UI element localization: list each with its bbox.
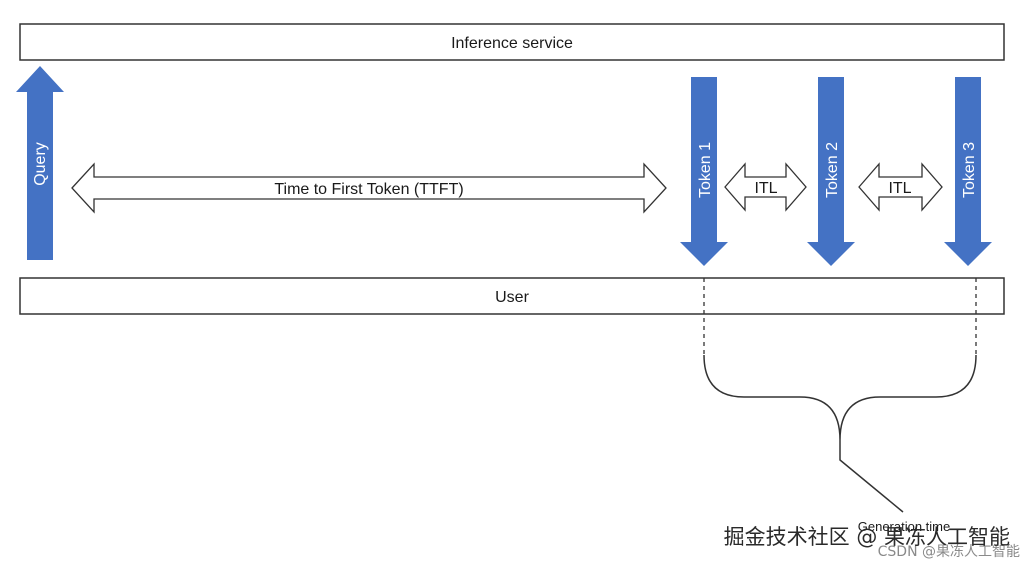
token-1-arrow-shape bbox=[680, 77, 728, 266]
ttft-double-arrow: Time to First Token (TTFT) bbox=[71, 162, 667, 214]
csdn-watermark: CSDN @果冻人工智能 bbox=[878, 543, 1020, 560]
token-2-label: Token 2 bbox=[824, 142, 841, 198]
query-arrow: Query bbox=[16, 66, 64, 260]
inference-service-bar: Inference service bbox=[19, 23, 1005, 61]
generation-time-leader-line bbox=[839, 440, 904, 513]
query-arrow-shape bbox=[16, 66, 64, 260]
query-label: Query bbox=[32, 142, 49, 186]
user-box bbox=[19, 277, 1005, 315]
user-label: User bbox=[495, 289, 529, 306]
itl-1-double-arrow: ITL bbox=[724, 162, 807, 212]
token-3-arrow-shape bbox=[944, 77, 992, 266]
itl-2-double-arrow: ITL bbox=[858, 162, 943, 212]
ttft-label: Time to First Token (TTFT) bbox=[274, 181, 463, 198]
token-2-arrow-shape bbox=[807, 77, 855, 266]
user-bar: User bbox=[19, 277, 1005, 315]
token-3-label: Token 3 bbox=[961, 142, 978, 198]
token-1-label: Token 1 bbox=[697, 142, 714, 198]
token-2-arrow: Token 2 bbox=[807, 77, 855, 266]
ttft-arrow-shape bbox=[71, 162, 667, 214]
itl-2-arrow-shape bbox=[858, 162, 943, 212]
generation-time-brace bbox=[703, 354, 977, 441]
generation-time-label: Generation time bbox=[858, 519, 951, 534]
juejin-watermark: 掘金技术社区 @ 果冻人工智能 bbox=[724, 525, 1010, 549]
itl-1-arrow-shape bbox=[724, 162, 807, 212]
itl-1-label: ITL bbox=[754, 180, 777, 197]
token-1-arrow: Token 1 bbox=[680, 77, 728, 266]
inference-service-label: Inference service bbox=[451, 35, 573, 52]
token-3-arrow: Token 3 bbox=[944, 77, 992, 266]
itl-2-label: ITL bbox=[888, 180, 911, 197]
inference-service-box bbox=[19, 23, 1005, 61]
